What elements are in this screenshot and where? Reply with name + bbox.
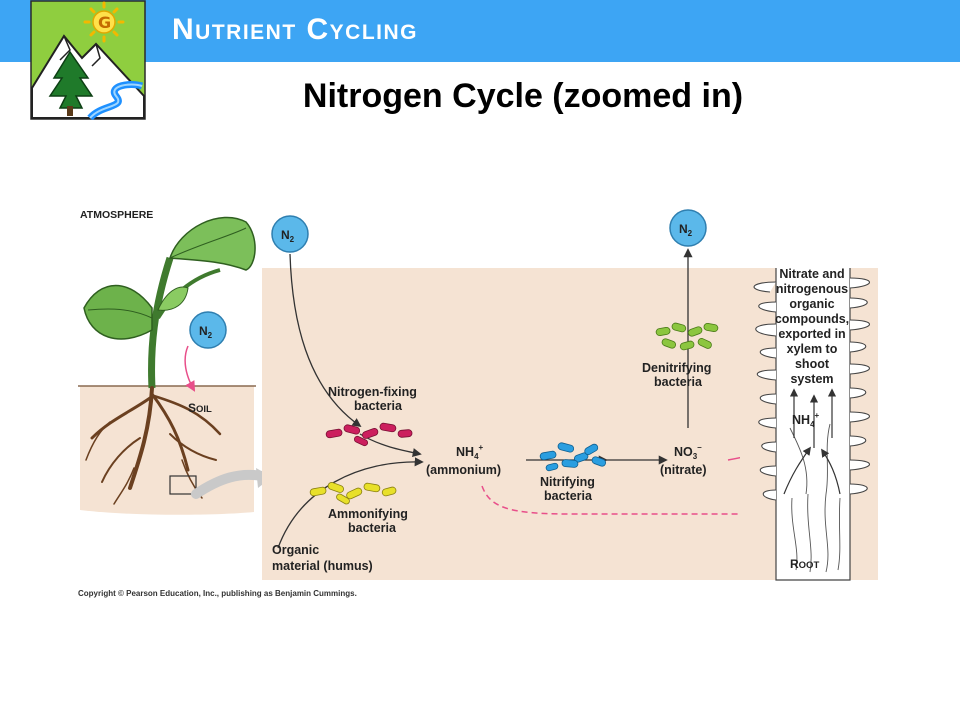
svg-text:compounds,: compounds, [775, 312, 849, 326]
organic-label-line1: Organic [272, 543, 319, 557]
ammonium-name: (ammonium) [426, 463, 501, 477]
soil-label: Soil [188, 401, 212, 415]
mountain-tree-river-logo-icon: G [30, 0, 146, 120]
ammonification-arrow [277, 457, 424, 549]
header-bar [0, 0, 960, 62]
nitrogen-fixing-label-line2: bacteria [354, 399, 403, 413]
organic-label-line2: material (humus) [272, 559, 373, 573]
n2-bubble-left: N2 [189, 311, 227, 349]
slide-title: Nitrogen Cycle (zoomed in) [302, 77, 744, 115]
svg-text:exported in: exported in [778, 327, 845, 341]
nitrogen-fixing-label-line1: Nitrogen-fixing [328, 385, 417, 399]
root-system [85, 386, 222, 505]
nitrate-name: (nitrate) [660, 463, 707, 477]
root-cross-section [740, 268, 878, 581]
svg-text:N2: N2 [199, 324, 213, 340]
copyright-text: Copyright © Pearson Education, Inc., pub… [78, 589, 357, 598]
leaf-icon [83, 216, 256, 340]
nitrogen-fixing-bacteria [325, 422, 413, 447]
zoom-arrow [191, 469, 267, 499]
svg-text:shoot: shoot [795, 357, 830, 371]
svg-text:system: system [790, 372, 833, 386]
logo-letter: G [98, 13, 111, 32]
river-icon [87, 80, 144, 120]
denitrifying-bacteria [655, 322, 719, 351]
root-ammonium-label: NH4+ [792, 411, 820, 429]
nitrifying-bacteria [539, 442, 607, 472]
n2-bubble-fixation: N2 [271, 215, 309, 253]
nitrate-formula: NO3– [674, 443, 702, 461]
tree-icon [48, 50, 94, 116]
svg-text:N2: N2 [281, 228, 295, 244]
svg-text:Nitrate and: Nitrate and [779, 267, 844, 281]
plant-inset: Soil [78, 216, 272, 515]
ammonium-formula: NH4+ [456, 443, 484, 461]
n2-bubble-denitrification: N2 [669, 209, 707, 247]
root-label: Root [790, 557, 819, 571]
denitrifying-label-line1: Denitrifying [642, 361, 711, 375]
ammonifying-label-line1: Ammonifying [328, 507, 408, 521]
svg-text:N2: N2 [679, 222, 693, 238]
nitrogen-cycle-diagram: Soil Atmosphere N2 N2 N2 Nitrogen-fixing… [78, 209, 878, 598]
nitrifying-label-line1: Nitrifying [540, 475, 595, 489]
zoom-box [169, 475, 197, 495]
exported-compounds-label: Nitrate and nitrogenous organic compound… [775, 267, 849, 386]
atmosphere-label: Atmosphere [80, 209, 153, 221]
section-title: Nutrient Cycling [172, 13, 418, 46]
ammonifying-label-line2: bacteria [348, 521, 397, 535]
svg-text:organic: organic [789, 297, 834, 311]
denitrifying-label-line2: bacteria [654, 375, 703, 389]
fixation-arrow [289, 253, 362, 428]
svg-text:xylem to: xylem to [787, 342, 838, 356]
ammonifying-bacteria [309, 482, 397, 505]
svg-text:nitrogenous: nitrogenous [776, 282, 848, 296]
nitrifying-label-line2: bacteria [544, 489, 593, 503]
sun-icon: G [83, 1, 125, 43]
